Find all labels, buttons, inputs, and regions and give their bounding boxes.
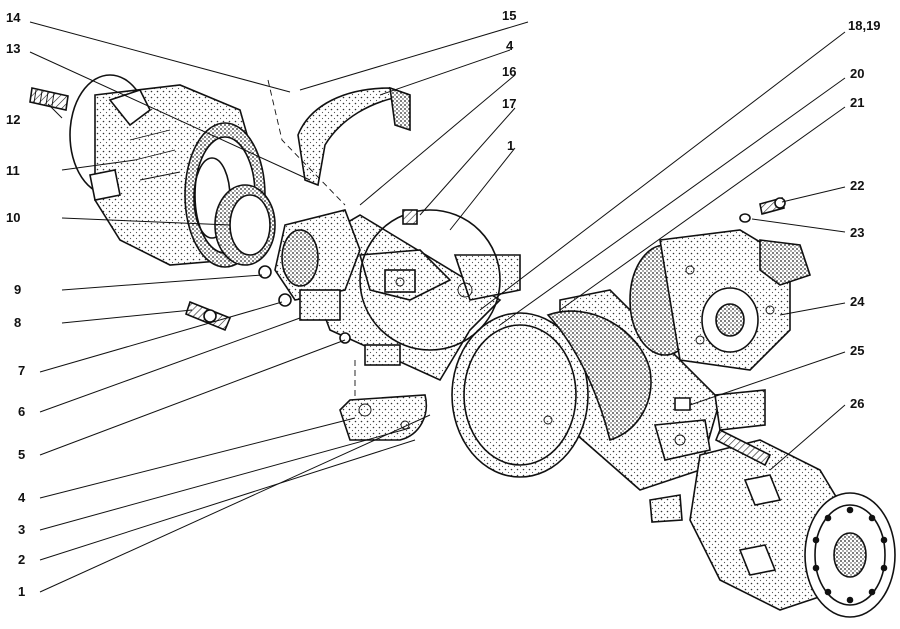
callout-15: 15 <box>502 8 516 23</box>
callout-21: 21 <box>850 95 864 110</box>
leader-lines <box>29 21 846 593</box>
brake-shoe-lower <box>339 394 427 441</box>
hub-bolt-ring <box>812 506 888 604</box>
callout-16: 16 <box>502 64 516 79</box>
callout-14: 14 <box>6 10 21 25</box>
axle-housing <box>299 209 766 523</box>
washer <box>739 213 751 223</box>
differential-carrier <box>629 229 812 371</box>
callout-20: 20 <box>850 66 864 81</box>
callout-12: 12 <box>6 112 20 127</box>
callout-26: 26 <box>850 396 864 411</box>
bearing-cup <box>214 184 276 266</box>
plug-25 <box>674 397 691 411</box>
knuckle-assembly <box>258 209 361 344</box>
callout-labels: 14 15 13 4 16 12 17 11 1 18,19 20 21 22 … <box>6 8 881 599</box>
stud-bolt <box>29 87 69 111</box>
callout-1-top: 1 <box>507 138 514 153</box>
callout-22: 22 <box>850 178 864 193</box>
callout-4-top: 4 <box>506 38 514 53</box>
callout-9: 9 <box>14 282 21 297</box>
callout-2: 2 <box>18 552 25 567</box>
callout-1-bottom: 1 <box>18 584 25 599</box>
callout-4-bottom: 4 <box>18 490 26 505</box>
callout-5: 5 <box>18 447 25 462</box>
callout-23: 23 <box>850 225 864 240</box>
callout-11: 11 <box>6 163 20 178</box>
bolt-8 <box>185 300 232 332</box>
callout-17: 17 <box>502 96 516 111</box>
right-hub <box>689 428 896 618</box>
callout-7: 7 <box>18 363 25 378</box>
callout-24: 24 <box>850 294 865 309</box>
breather <box>402 209 418 225</box>
callout-10: 10 <box>6 210 20 225</box>
callout-13: 13 <box>6 41 20 56</box>
bolt <box>759 197 786 215</box>
callout-25: 25 <box>850 343 864 358</box>
callout-18-19: 18,19 <box>848 18 881 33</box>
callout-6: 6 <box>18 404 25 419</box>
callout-8: 8 <box>14 315 21 330</box>
brake-shoe <box>297 86 411 187</box>
callout-3: 3 <box>18 522 25 537</box>
